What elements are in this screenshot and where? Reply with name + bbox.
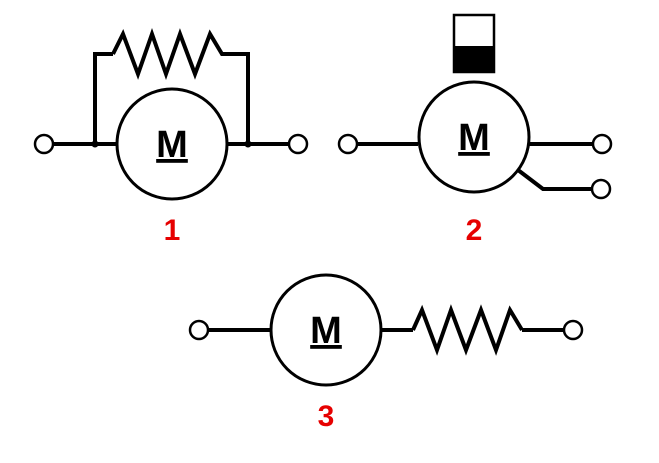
diagram-3-motor-letter: M [310, 310, 342, 352]
diagram-3-terminal-right [562, 319, 584, 341]
diagram-3: M 3 [188, 273, 584, 433]
diagram-1-terminal-left [33, 133, 55, 155]
diagram-1-junction-right [244, 140, 252, 148]
diagram-2-terminal-left [337, 133, 359, 155]
diagram-1: M 1 [33, 27, 309, 247]
diagram-2-right-lower-lead [516, 168, 592, 191]
diagram-2-motor [417, 80, 531, 194]
diagram-2-terminal-right-lower [590, 178, 612, 200]
diagram-1-motor [115, 87, 229, 201]
diagram-3-resistor [411, 304, 524, 356]
diagram-2-terminal-right-upper [591, 133, 613, 155]
diagram-2-motor-letter: M [458, 117, 490, 159]
diagram-1-wires [53, 52, 290, 146]
diagram-2-switch-toggle [454, 46, 494, 72]
diagram-1-label: 1 [164, 214, 181, 247]
diagram-3-motor [269, 273, 383, 387]
diagram-1-resistor [111, 27, 230, 81]
diagram-3-label: 3 [318, 400, 335, 433]
diagram-1-left-branch [93, 52, 113, 144]
diagram-1-terminal-right [287, 133, 309, 155]
diagram-1-motor-letter: M [156, 124, 188, 166]
diagram-1-right-branch [230, 52, 250, 144]
diagram-2-label: 2 [466, 214, 483, 247]
diagram-2: M 2 [337, 13, 613, 247]
diagram-2-wires [357, 142, 593, 191]
diagram-3-terminal-left [188, 319, 210, 341]
diagram-1-junction-left [91, 140, 99, 148]
